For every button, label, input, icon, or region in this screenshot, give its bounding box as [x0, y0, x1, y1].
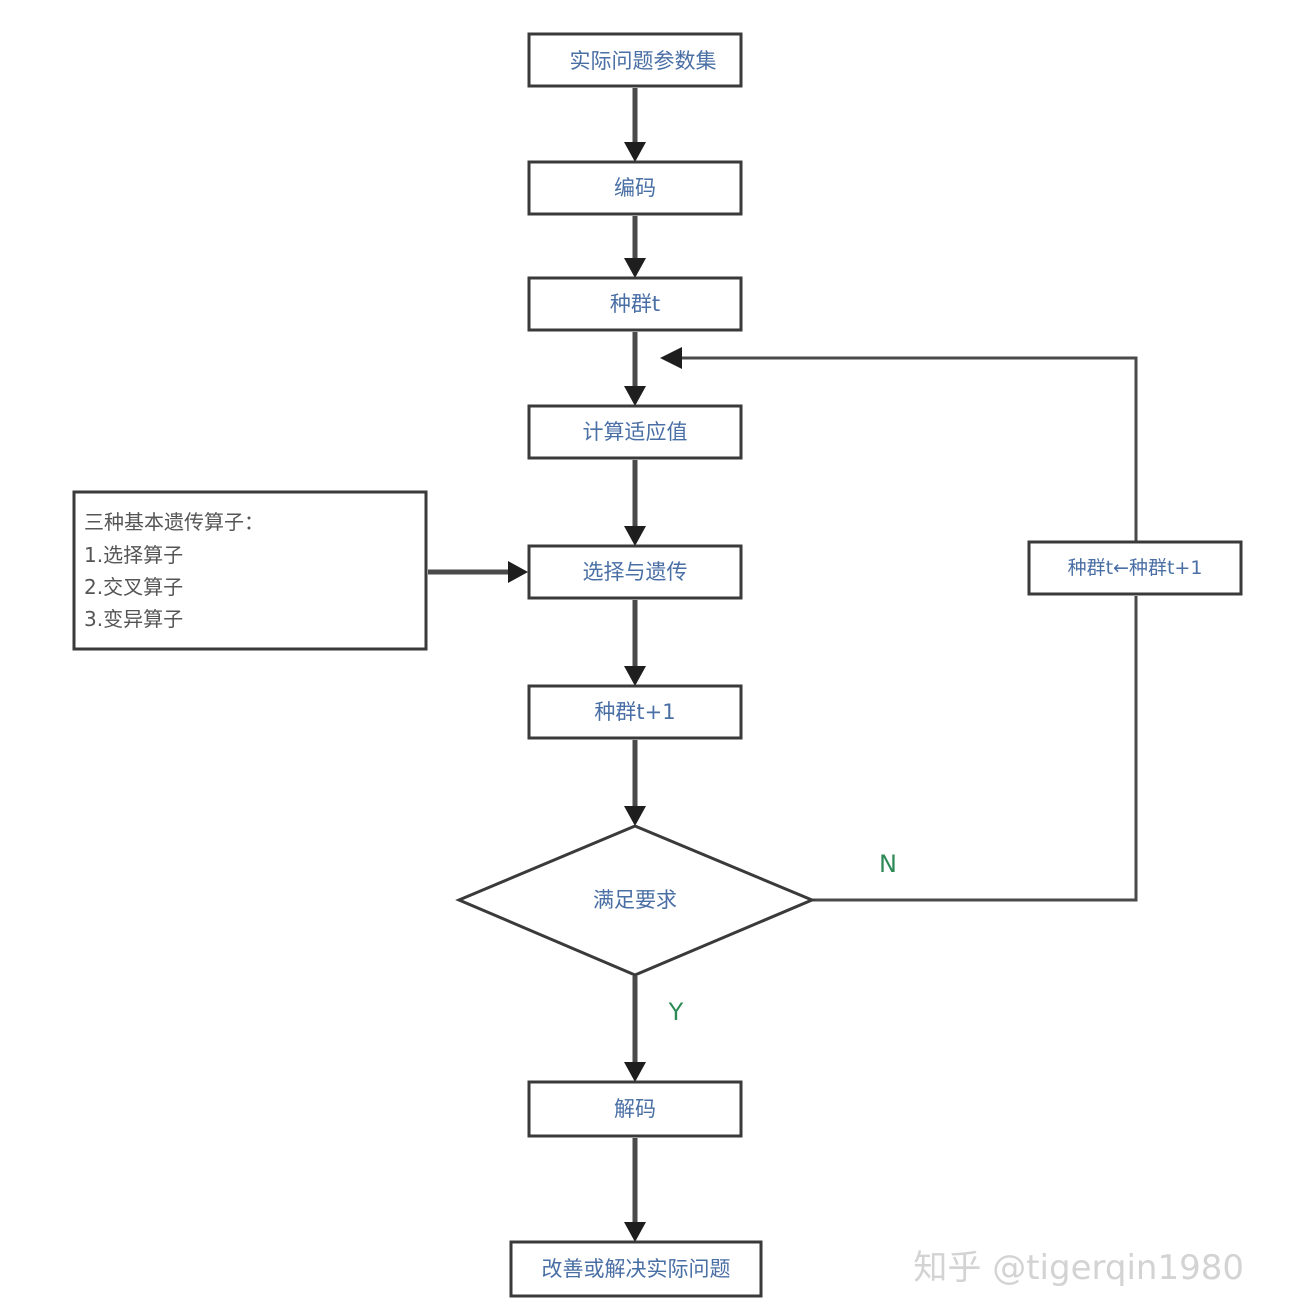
operators-title: 三种基本遗传算子： — [84, 510, 264, 534]
arrowhead-to-result — [624, 1222, 646, 1242]
node-update: 种群t←种群t+1 — [1027, 540, 1243, 596]
node-update-label: 种群t←种群t+1 — [1068, 557, 1203, 579]
arrowhead-to-selection — [624, 526, 646, 546]
node-decode: 解码 — [527, 1080, 743, 1138]
branch-label-yes: Y — [668, 998, 684, 1026]
loop-update-to-fitness — [682, 356, 1138, 542]
node-decision-label: 满足要求 — [593, 888, 677, 912]
arrowhead-operators-to-selection — [508, 561, 528, 583]
operator-item-crossover: 2.交叉算子 — [84, 575, 183, 599]
loop-decision-to-update — [812, 596, 1138, 902]
node-result-label: 改善或解决实际问题 — [542, 1257, 731, 1281]
node-decode-label: 解码 — [614, 1097, 656, 1121]
node-encode: 编码 — [527, 160, 743, 216]
operator-item-mutation: 3.变异算子 — [84, 607, 183, 631]
branch-label-no: N — [879, 850, 897, 878]
node-selection: 选择与遗传 — [527, 544, 743, 600]
arrowhead-to-encode — [624, 142, 646, 162]
arrowhead-to-decision — [624, 806, 646, 826]
watermark-text: 知乎 @tigerqin1980 — [913, 1248, 1244, 1288]
arrowhead-to-decode — [624, 1062, 646, 1082]
node-decision: 满足要求 — [455, 824, 816, 977]
node-result: 改善或解决实际问题 — [509, 1240, 763, 1298]
node-fitness-label: 计算适应值 — [583, 420, 688, 444]
arrowhead-to-population — [624, 258, 646, 278]
node-population-next-label: 种群t+1 — [594, 700, 675, 724]
node-population-t: 种群t — [527, 276, 743, 332]
arrowhead-loop-back — [660, 347, 682, 369]
node-population-next: 种群t+1 — [527, 684, 743, 740]
arrowhead-to-population-next — [624, 666, 646, 686]
node-param-set: 实际问题参数集 — [527, 32, 743, 88]
node-selection-label: 选择与遗传 — [583, 560, 688, 584]
node-param-set-label: 实际问题参数集 — [570, 49, 717, 73]
node-encode-label: 编码 — [614, 176, 656, 200]
node-fitness: 计算适应值 — [527, 404, 743, 460]
operator-item-selection: 1.选择算子 — [84, 543, 183, 567]
arrowhead-to-fitness — [624, 386, 646, 406]
node-population-t-label: 种群t — [610, 292, 660, 316]
operators-box: 三种基本遗传算子： 1.选择算子 2.交叉算子 3.变异算子 — [72, 490, 428, 651]
